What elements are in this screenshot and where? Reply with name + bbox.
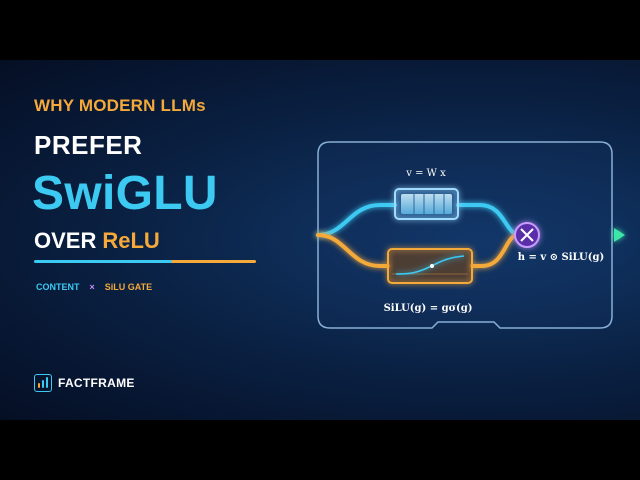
top-formula: v = W x	[405, 168, 446, 179]
brand: FACTFRAME	[34, 374, 135, 392]
legend-silu-gate: SiLU GATE	[104, 282, 153, 292]
arrowhead-icon	[614, 228, 625, 242]
accent-bar	[34, 260, 256, 263]
eyebrow-text: WHY MODERN LLMs	[34, 96, 206, 115]
bar-chart-icon	[34, 374, 52, 392]
legend-multiply-sign: ×	[89, 282, 95, 292]
multiply-icon	[514, 222, 540, 248]
weight-box-icon	[394, 188, 459, 220]
headline-prefer: PREFER	[34, 130, 143, 160]
legend: CONTENT × SiLU GATE	[36, 282, 152, 292]
headline-over: OVER	[34, 228, 97, 253]
swiglu-diagram: v = W x SiLU(g) = gσ(g) h = v ⊙ SiLU(g)	[270, 141, 625, 329]
output-formula: h = v ⊙ SiLU(g)	[518, 252, 604, 263]
brand-name: FACTFRAME	[58, 376, 135, 390]
silu-gate-box-icon	[387, 248, 473, 284]
gate-formula: SiLU(g) = gσ(g)	[384, 303, 473, 314]
legend-content: CONTENT	[36, 282, 80, 292]
headline-relu: ReLU	[102, 228, 160, 253]
headline-swiglu: SwiGLU	[32, 167, 218, 220]
